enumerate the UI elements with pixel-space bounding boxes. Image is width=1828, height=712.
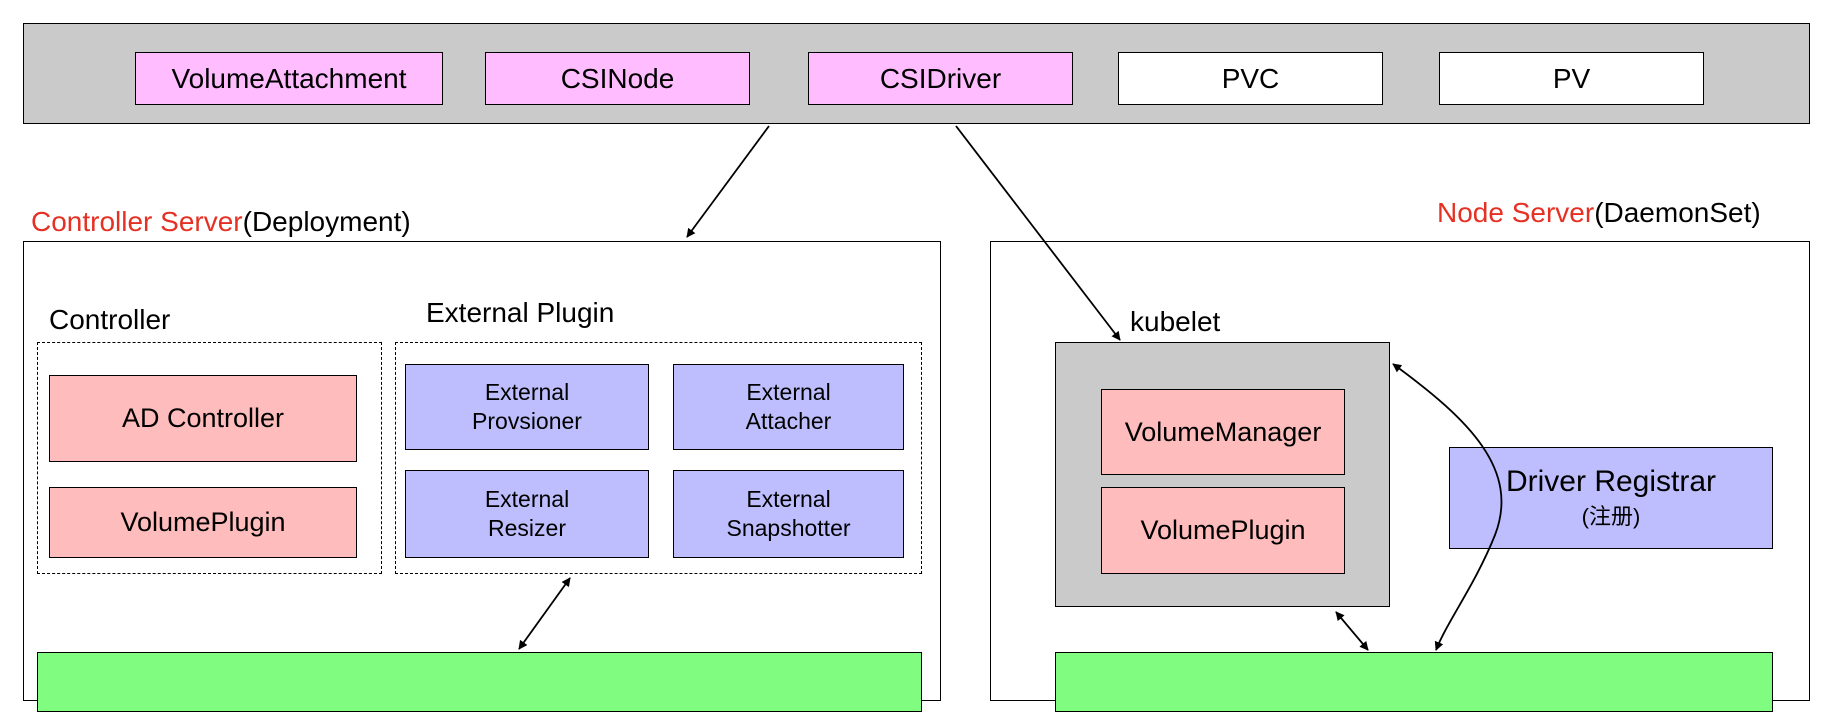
external-plugin-driver-arrow [518, 577, 571, 650]
node-server-name: Node Server [1437, 197, 1595, 228]
external-provisioner-line2: Provsioner [472, 408, 582, 434]
kubelet-label: kubelet [1130, 306, 1221, 337]
external-plugin-label: External Plugin [426, 297, 615, 328]
registrar-loop-arrow [1392, 363, 1503, 651]
controller-server-name: Controller Server [31, 206, 243, 237]
pvc-box: PVC [1118, 52, 1383, 105]
controller-server-kind: (Deployment) [242, 206, 411, 237]
driver-registrar-label: Driver Registrar [1505, 465, 1717, 498]
external-resizer-line2: Resizer [488, 515, 566, 541]
external-resizer-box: External Resizer [405, 470, 649, 558]
api-to-kubelet-arrow [955, 125, 1121, 341]
external-snapshotter-line2: Snapshotter [726, 515, 851, 541]
node-volume-plugin-box: VolumePlugin [1101, 487, 1345, 574]
node-server-title: Node Server(DaemonSet) [1437, 197, 1761, 229]
external-provisioner-line1: External [484, 379, 570, 405]
connector-lines [518, 125, 1503, 651]
csi-node-box: CSINode [485, 52, 750, 105]
csi-driver-box: CSIDriver [808, 52, 1073, 105]
driver-registrar-box: Driver Registrar (注册) [1449, 447, 1773, 549]
volume-manager-box: VolumeManager [1101, 389, 1345, 475]
external-snapshotter-box: External Snapshotter [673, 470, 904, 558]
external-resizer-line1: External [484, 486, 570, 512]
external-snapshotter-line1: External [746, 486, 831, 512]
driver-registrar-sublabel: (注册) [1581, 504, 1641, 529]
controller-group-label: Controller [49, 304, 171, 335]
external-provisioner-box: External Provsioner [405, 364, 649, 450]
volume-plugin-box: VolumePlugin [49, 487, 357, 558]
pv-box: PV [1439, 52, 1704, 105]
external-attacher-box: External Attacher [673, 364, 904, 450]
volume-attachment-box: VolumeAttachment [135, 52, 443, 105]
external-plugin-group [395, 342, 922, 574]
controller-server-title: Controller Server(Deployment) [31, 206, 411, 238]
controller-group [37, 342, 382, 574]
kubelet-driver-arrow [1335, 611, 1369, 651]
ad-controller-box: AD Controller [49, 375, 357, 462]
external-attacher-line1: External [746, 379, 831, 405]
external-attacher-line2: Attacher [745, 408, 832, 434]
node-server-kind: (DaemonSet) [1594, 197, 1761, 228]
api-to-controller-arrow [686, 125, 770, 238]
